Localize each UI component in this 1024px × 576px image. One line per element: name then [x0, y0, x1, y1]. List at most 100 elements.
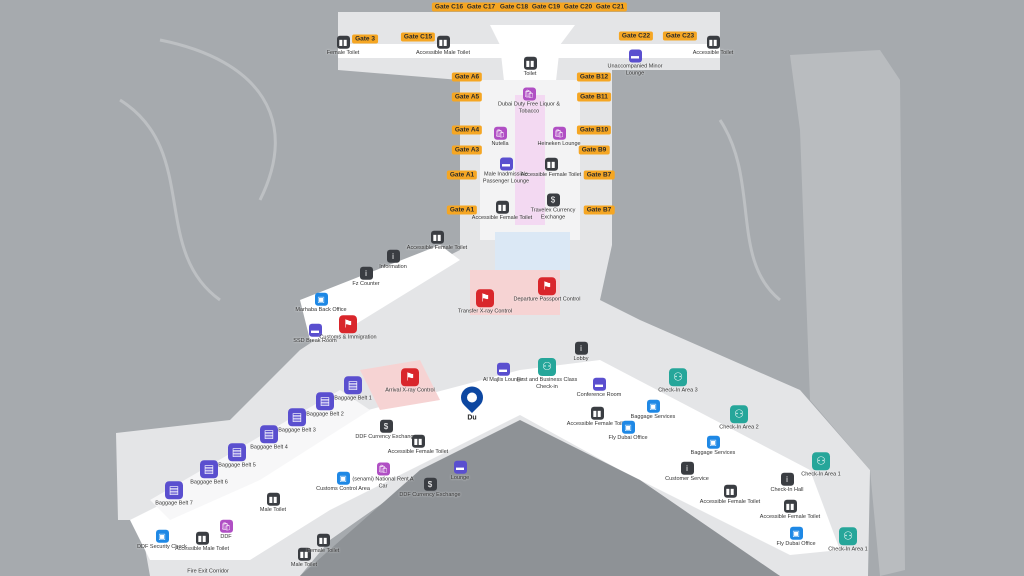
- gate-label[interactable]: Gate A5: [451, 92, 483, 102]
- check-in-icon: ⚇: [669, 368, 687, 387]
- baggage-icon: ▤: [288, 408, 306, 427]
- gate-label[interactable]: Gate B12: [576, 72, 612, 82]
- poi-marker[interactable]: 🛍Nutella: [465, 126, 535, 148]
- poi-marker[interactable]: $DDF Currency Exchange: [395, 477, 465, 499]
- poi-marker[interactable]: ⚑Arrival X-ray Control: [375, 368, 445, 394]
- poi-marker[interactable]: ▮▮Accessible Female Toilet: [383, 434, 453, 456]
- poi-marker[interactable]: ▤Baggage Belt 7: [139, 481, 209, 507]
- gate-label[interactable]: Gate A6: [451, 72, 483, 82]
- gate-label[interactable]: Gate C15: [400, 32, 436, 42]
- poi-marker[interactable]: ▬SSD Break Room: [280, 323, 350, 345]
- poi-marker[interactable]: ▣Marhaba Back Office: [286, 292, 356, 314]
- poi-label: Male Toilet: [290, 561, 318, 568]
- poi-marker[interactable]: ▤Baggage Belt 2: [290, 392, 360, 418]
- poi-marker[interactable]: ▣Customs Control Area: [308, 471, 378, 493]
- poi-marker[interactable]: ⚑Customs & Immigration: [313, 315, 383, 341]
- gate-label[interactable]: Gate C18: [496, 2, 532, 12]
- poi-marker[interactable]: ▬Al Majlis Lounge: [468, 362, 538, 384]
- poi-marker[interactable]: ⚇Check-In Area 1: [786, 452, 856, 478]
- poi-marker[interactable]: ▤Baggage Belt 4: [234, 425, 304, 451]
- poi-marker[interactable]: ▤Baggage Belt 3: [262, 408, 332, 434]
- poi-marker[interactable]: ▮▮Accessible Female Toilet: [755, 499, 825, 521]
- poi-label: Baggage Services: [690, 449, 736, 456]
- poi-marker[interactable]: ▮▮Accessible Female Toilet: [402, 230, 472, 252]
- gate-label[interactable]: Gate B10: [576, 125, 612, 135]
- poi-label: Information: [379, 263, 407, 270]
- gate-label[interactable]: Gate A1: [446, 205, 478, 215]
- gate-label[interactable]: Gate B11: [577, 92, 611, 102]
- poi-marker[interactable]: 🛍(senami) National Rent A Car: [348, 462, 418, 490]
- poi-marker[interactable]: ⚑Departure Passport Control: [512, 277, 582, 303]
- gate-label[interactable]: Gate A3: [451, 145, 483, 155]
- gate-label[interactable]: Gate B7: [583, 170, 615, 180]
- toilet-icon: ▮▮: [297, 547, 311, 561]
- gate-label[interactable]: Gate 3: [352, 34, 378, 44]
- gate-label[interactable]: Gate A4: [451, 125, 483, 135]
- poi-label: DDF Security Check: [137, 543, 187, 550]
- poi-marker[interactable]: ▬Male Inadmissible Passenger Lounge: [471, 157, 541, 185]
- poi-marker[interactable]: $DDF Currency Exchange: [351, 419, 421, 441]
- poi-marker[interactable]: ⚇Check-In Area 1: [813, 527, 883, 553]
- poi-marker[interactable]: ⚇First and Business Class Check-in: [512, 358, 582, 390]
- baggage-icon: ▤: [165, 481, 183, 500]
- poi-marker[interactable]: ▣Fly Dubai Office: [761, 526, 831, 548]
- poi-marker[interactable]: ⚑Transfer X-ray Control: [450, 289, 520, 315]
- poi-label: Check-In Area 3: [658, 387, 698, 394]
- check-in-icon: ⚇: [812, 452, 830, 471]
- poi-marker[interactable]: ▮▮Toilet: [495, 56, 565, 78]
- poi-marker[interactable]: Fire Exit Corridor: [173, 567, 243, 575]
- poi-marker[interactable]: ⚇Check-In Area 2: [704, 405, 774, 431]
- poi-marker[interactable]: ▤Baggage Belt 5: [202, 443, 272, 469]
- poi-marker[interactable]: ▮▮Accessible Female Toilet: [516, 157, 586, 179]
- poi-marker[interactable]: ▤Baggage Belt 1: [318, 376, 388, 402]
- gate-label[interactable]: Gate C19: [528, 2, 564, 12]
- poi-marker[interactable]: ▬Unaccompanied Minor Lounge: [600, 49, 670, 77]
- gate-label[interactable]: Gate C20: [560, 2, 596, 12]
- poi-label: First and Business Class Check-in: [516, 377, 578, 390]
- poi-marker[interactable]: ▮▮Accessible Female Toilet: [467, 200, 537, 222]
- poi-marker[interactable]: ▤Baggage Belt 6: [174, 460, 244, 486]
- sofa-icon: ▬: [453, 460, 467, 474]
- poi-marker[interactable]: ▮▮Accessible Male Toilet: [408, 35, 478, 57]
- poi-marker[interactable]: ▣Baggage Services: [618, 399, 688, 421]
- gate-label[interactable]: Gate B7: [583, 205, 615, 215]
- poi-marker[interactable]: ▣DDF Security Check: [127, 529, 197, 551]
- gate-label[interactable]: Gate B9: [578, 145, 610, 155]
- gate-label[interactable]: Gate C16: [431, 2, 467, 12]
- poi-marker[interactable]: ▮▮Accessible Female Toilet: [695, 484, 765, 506]
- poi-marker[interactable]: ▮▮Male Toilet: [238, 492, 308, 514]
- gate-label[interactable]: Gate C21: [592, 2, 628, 12]
- gate-label[interactable]: Gate C17: [463, 2, 499, 12]
- poi-marker[interactable]: ▣Baggage Services: [678, 435, 748, 457]
- poi-marker[interactable]: ▮▮Accessible Female Toilet: [562, 406, 632, 428]
- gate-label[interactable]: Gate C22: [618, 31, 654, 41]
- poi-marker[interactable]: ▮▮Female Toilet: [308, 35, 378, 57]
- poi-marker[interactable]: ▬Conference Room: [564, 377, 634, 399]
- poi-marker[interactable]: ▬Lounge: [425, 460, 495, 482]
- poi-label: Accessible Male Toilet: [415, 49, 470, 56]
- poi-marker[interactable]: ▣Fly Dubai Office: [593, 420, 663, 442]
- security-control-icon: ⚑: [538, 277, 556, 296]
- poi-marker[interactable]: 🛍Heineken Lounge: [524, 126, 594, 148]
- gate-label[interactable]: Gate C23: [662, 31, 698, 41]
- service-desk-icon: ▣: [314, 292, 328, 306]
- poi-marker[interactable]: ⚇Check-In Area 3: [643, 368, 713, 394]
- poi-marker[interactable]: ▮▮Accessible Male Toilet: [167, 531, 237, 553]
- poi-marker[interactable]: ▮▮Accessible Toilet: [678, 35, 748, 57]
- poi-marker[interactable]: ▮▮Male Toilet: [269, 547, 339, 569]
- poi-marker[interactable]: 🛍Dubai Duty Free Liquor & Tobacco: [494, 87, 564, 115]
- gate-label[interactable]: Gate A1: [446, 170, 478, 180]
- current-location-pin[interactable]: Du: [456, 381, 488, 422]
- poi-marker[interactable]: 🛍DDF: [191, 519, 261, 541]
- poi-marker[interactable]: $Travelex Currency Exchange: [518, 193, 588, 221]
- poi-marker[interactable]: ▮▮Female Toilet: [288, 533, 358, 555]
- security-control-icon: ⚑: [476, 289, 494, 308]
- toilet-icon: ▮▮: [544, 157, 558, 171]
- service-desk-icon: ▣: [646, 399, 660, 413]
- poi-label: Dubai Duty Free Liquor & Tobacco: [497, 101, 561, 115]
